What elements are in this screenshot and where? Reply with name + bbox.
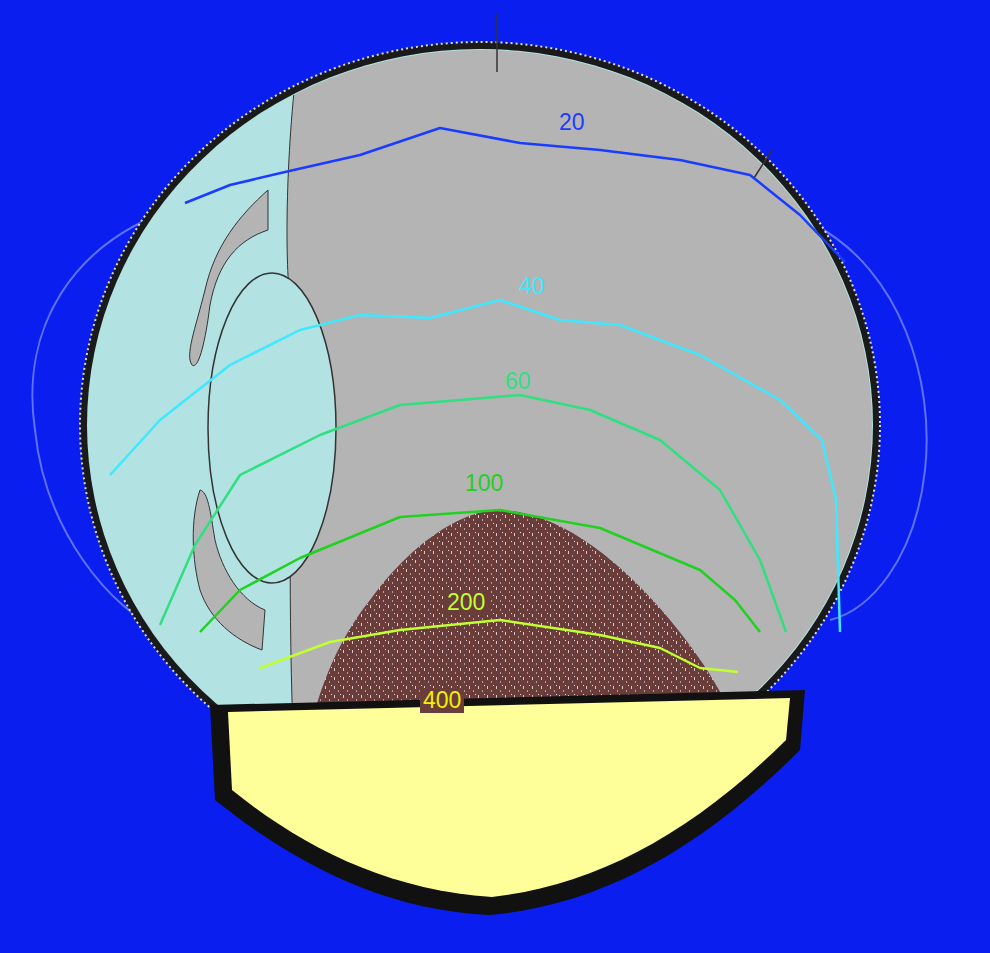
dose-label: 20 [556, 110, 588, 135]
isodose-line [160, 395, 786, 632]
isodose-line [260, 620, 738, 672]
isodose-line [110, 300, 840, 632]
dose-label: 200 [444, 590, 488, 615]
isodose-line [200, 510, 760, 632]
plaque-backing [210, 690, 805, 915]
isodose-line [185, 128, 845, 262]
axis-tick [754, 150, 772, 178]
dose-label: 100 [462, 471, 506, 496]
plaque [228, 698, 790, 897]
dose-label: 60 [502, 369, 534, 394]
lens [208, 273, 336, 583]
axis-tick [496, 14, 498, 72]
dose-label: 400 [420, 688, 464, 713]
dose-label: 40 [516, 274, 548, 299]
